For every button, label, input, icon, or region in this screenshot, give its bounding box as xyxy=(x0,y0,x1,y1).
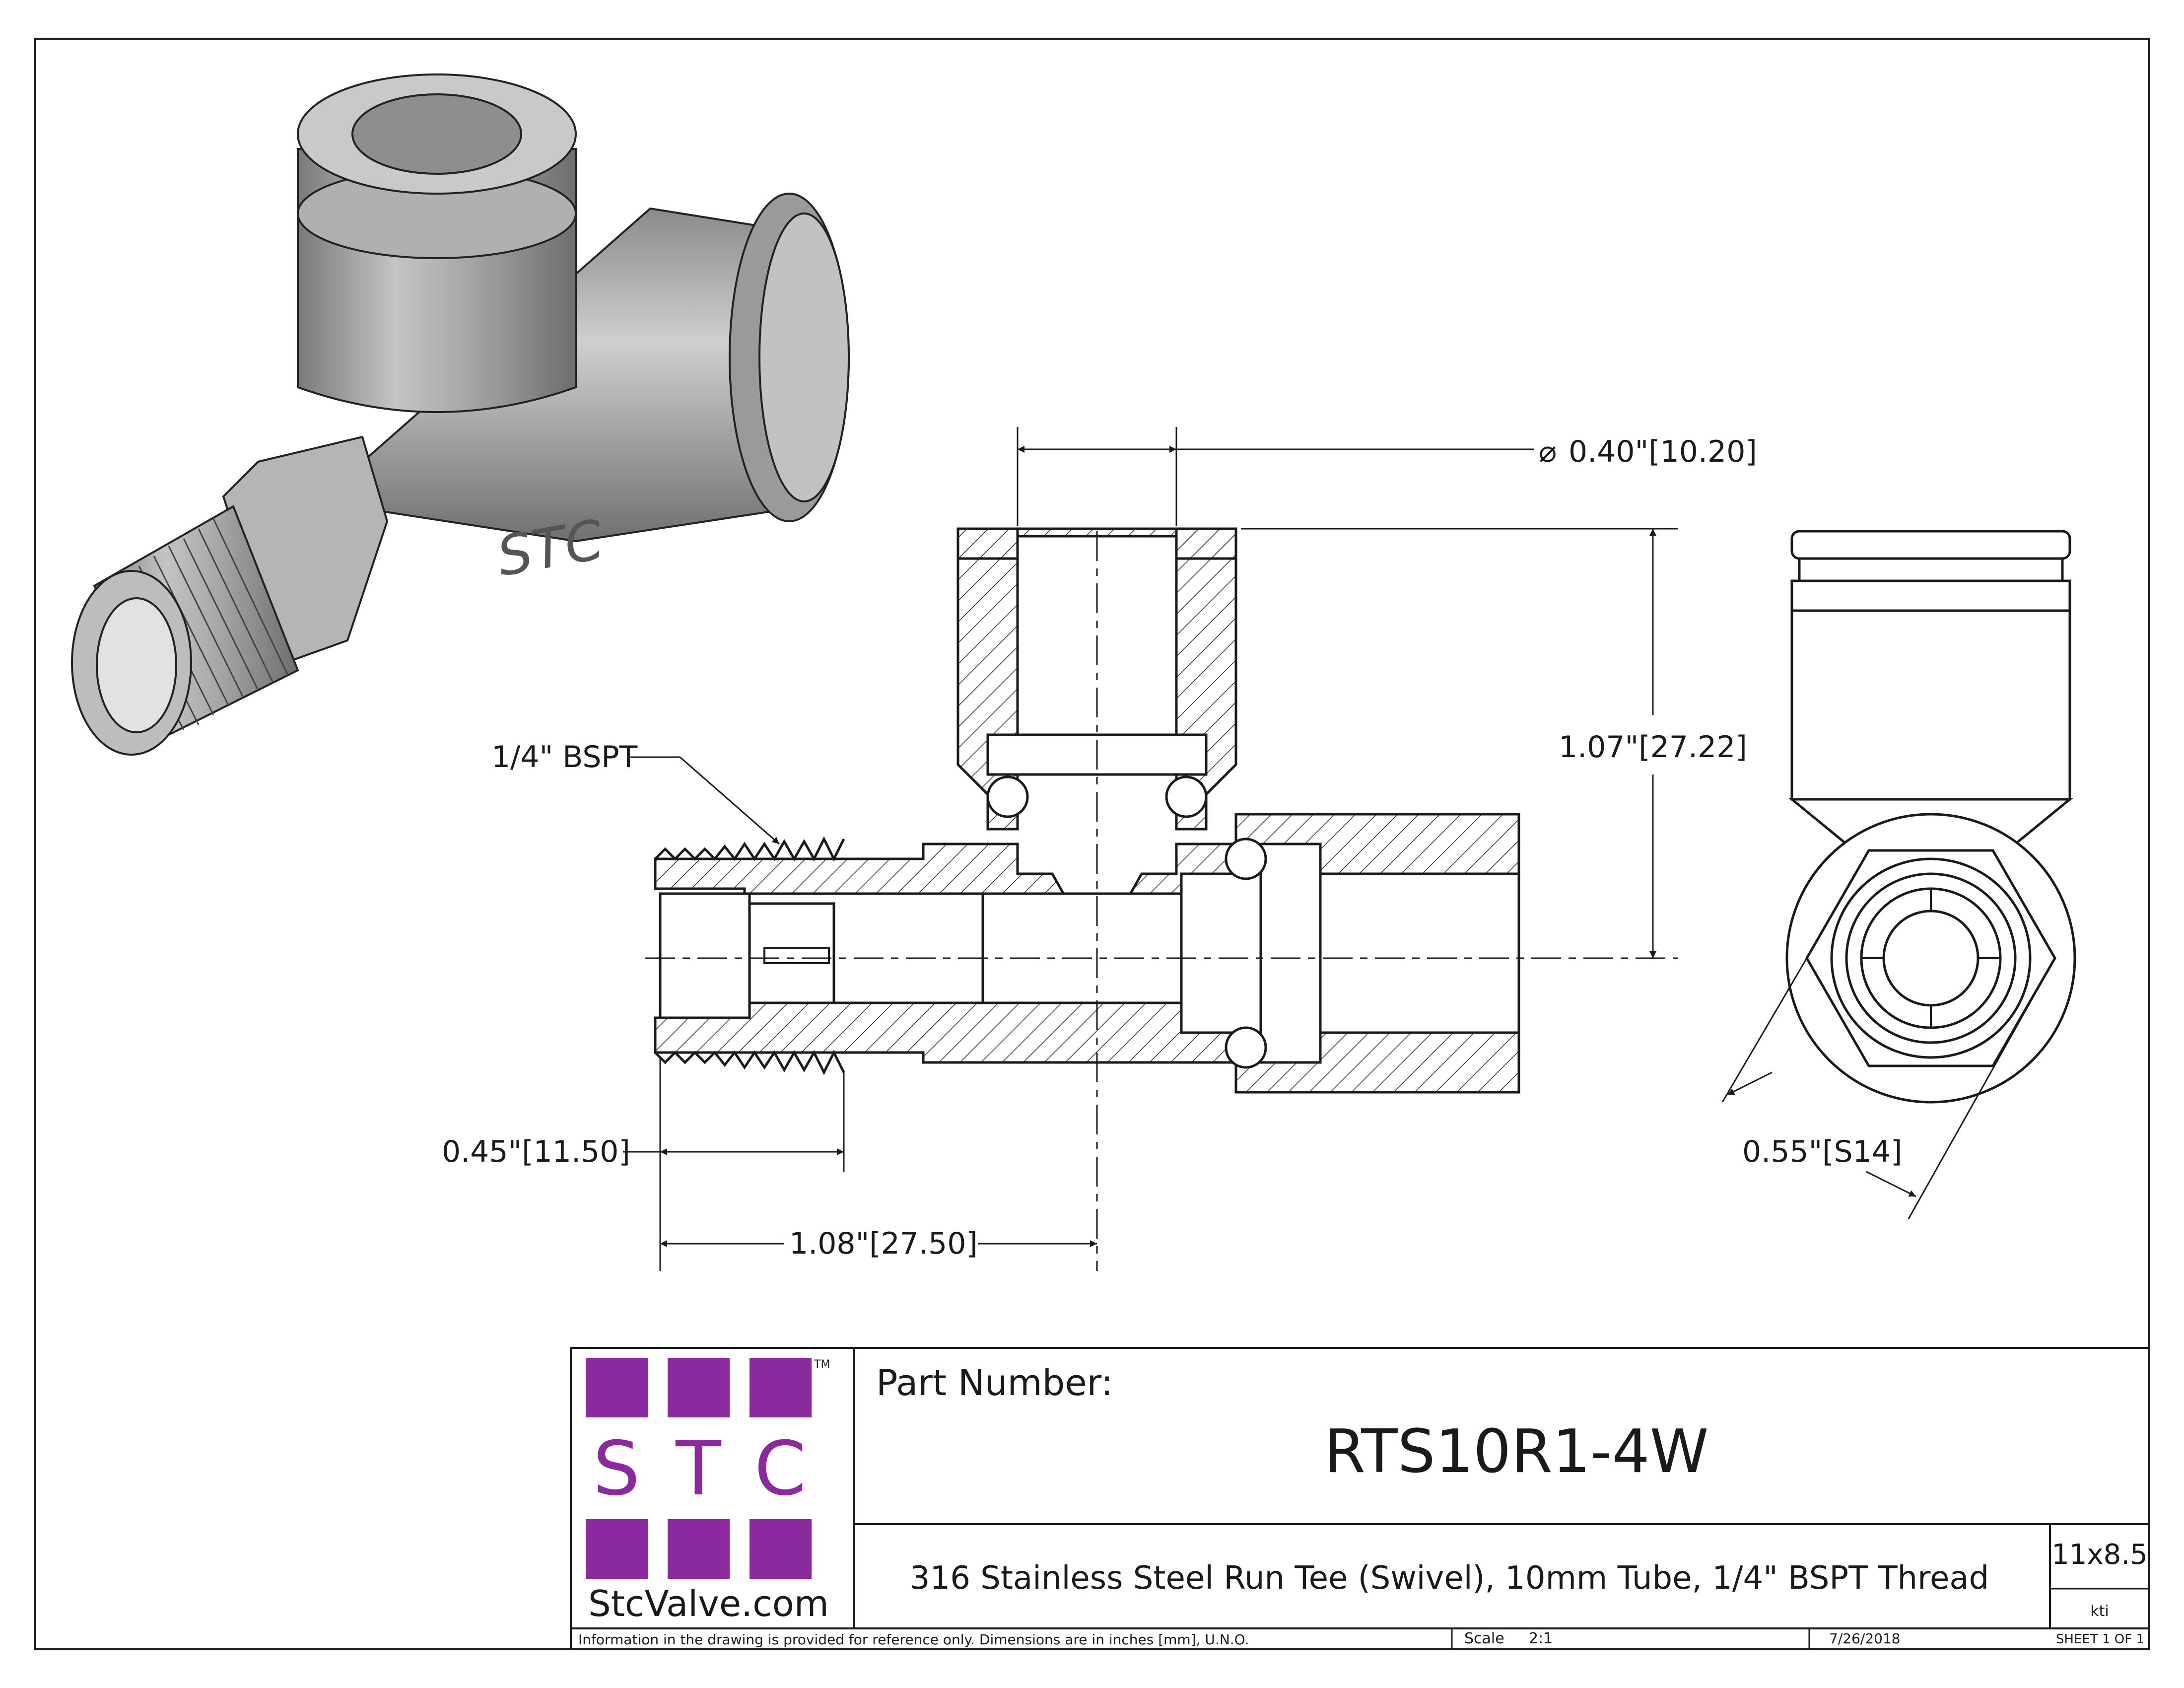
thread-length-text: 0.45"[11.50] xyxy=(442,1134,630,1169)
section-thread-top xyxy=(654,836,845,862)
drawing-date: 7/26/2018 xyxy=(1829,1630,1901,1647)
end-view-collet-band xyxy=(1790,579,2071,612)
dim-thread-to-center: 1.08"[27.50] xyxy=(660,1226,1097,1261)
iso-right-face xyxy=(758,212,850,502)
iso-thread-bore xyxy=(96,597,177,733)
stc-logo: TM S T C StcValve.com xyxy=(586,1358,830,1624)
reference-note: Information in the drawing is provided f… xyxy=(578,1631,1249,1648)
section-run-bore xyxy=(981,892,1183,1004)
bore-diameter-symbol: ⌀ xyxy=(1539,434,1557,469)
end-view-collet-body xyxy=(1790,609,2071,801)
logo-letter-s: S xyxy=(593,1426,640,1512)
hex-size-text: 0.55"[S14] xyxy=(1742,1134,1902,1169)
section-right-oring-bottom xyxy=(1225,1026,1267,1069)
scale-label: Scale xyxy=(1464,1630,1504,1647)
dim-thread-length: 0.45"[11.50] xyxy=(442,1057,845,1271)
section-branch-oring-right xyxy=(1165,775,1208,818)
drawn-by: kti xyxy=(2090,1603,2109,1620)
section-branch-oring-left xyxy=(986,775,1029,818)
logo-letter-c: C xyxy=(754,1426,807,1512)
sheet-size: 11x8.5 xyxy=(2051,1539,2147,1571)
logo-square-5 xyxy=(668,1519,730,1579)
section-right-release xyxy=(1259,843,1322,1064)
thread-callout-text: 1/4" BSPT xyxy=(491,740,638,774)
logo-letter-t: T xyxy=(675,1426,722,1512)
section-right-tube xyxy=(1319,872,1520,1034)
thread-callout: 1/4" BSPT xyxy=(491,740,780,845)
part-number: RTS10R1-4W xyxy=(1324,1417,1709,1486)
height-text: 1.07"[27.22] xyxy=(1559,730,1747,765)
end-view xyxy=(1785,530,2076,1104)
dim-height: 1.07"[27.22] xyxy=(1241,528,1747,958)
logo-square-6 xyxy=(750,1519,812,1579)
part-number-label: Part Number: xyxy=(876,1362,1113,1404)
section-insert-slot xyxy=(763,947,830,964)
part-description: 316 Stainless Steel Run Tee (Swivel), 10… xyxy=(910,1560,1989,1597)
thread-to-center-text: 1.08"[27.50] xyxy=(789,1226,978,1261)
logo-website: StcValve.com xyxy=(588,1583,829,1624)
logo-square-1 xyxy=(586,1358,648,1417)
section-right-oring-top xyxy=(1225,838,1267,880)
iso-branch-bore xyxy=(351,93,522,175)
logo-square-2 xyxy=(668,1358,730,1417)
end-view-collet-slots xyxy=(1861,889,2000,1028)
dim-hex-size: 0.55"[S14] xyxy=(1721,958,2056,1219)
isometric-view: STC xyxy=(71,73,850,756)
section-thread-bottom xyxy=(654,1050,845,1075)
bore-diameter-text: 0.40"[10.20] xyxy=(1569,434,1757,469)
end-view-release-ring xyxy=(1798,557,2064,582)
logo-square-4 xyxy=(586,1519,648,1579)
logo-square-3 xyxy=(750,1358,812,1417)
logo-trademark: TM xyxy=(814,1358,830,1371)
section-thread-bore xyxy=(659,892,751,1019)
end-view-cap xyxy=(1790,530,2071,560)
scale-value: 2:1 xyxy=(1529,1630,1553,1647)
section-view xyxy=(645,527,1678,1271)
title-block: TM S T C StcValve.com Part Number: RTS10… xyxy=(570,1347,2150,1650)
dim-bore-diameter: ⌀ 0.40"[10.20] xyxy=(1017,427,1757,526)
end-view-bore xyxy=(1882,910,1979,1007)
sheet-number: SHEET 1 OF 1 xyxy=(2056,1632,2144,1647)
